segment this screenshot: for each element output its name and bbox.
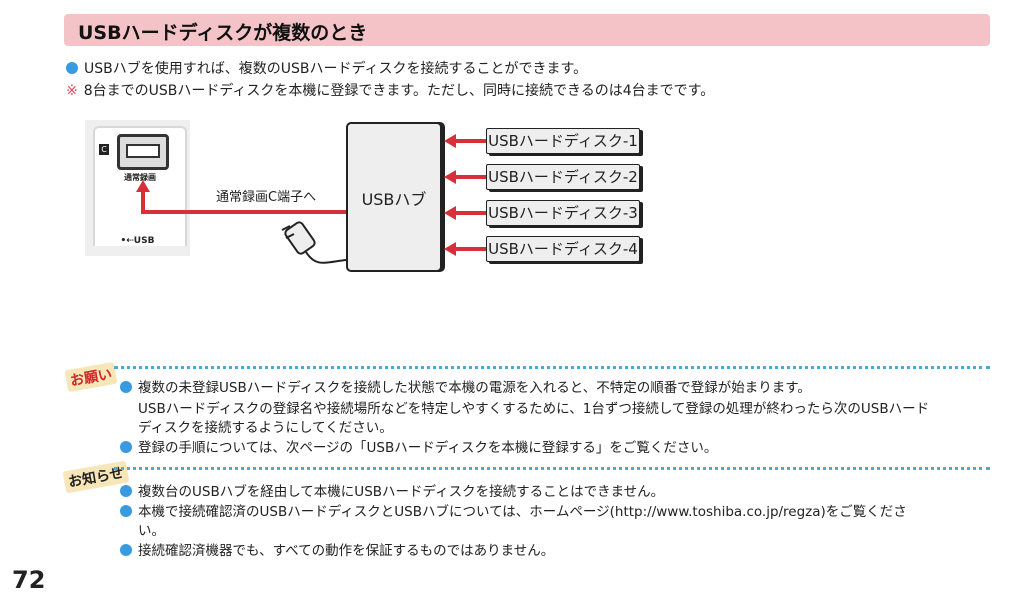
bullet-icon	[120, 485, 132, 497]
page-number: 72	[12, 566, 46, 594]
usb-disk-1: USBハードディスク-1	[486, 128, 640, 154]
bullet-icon	[120, 381, 132, 393]
note-text: 複数台のUSBハブを経由して本機にUSBハードディスクを接続することはできません…	[138, 484, 665, 500]
note-item: 複数の未登録USBハードディスクを接続した状態で本機の電源を入れると、不特定の順…	[120, 376, 811, 396]
note-text: 複数の未登録USBハードディスクを接続した状態で本機の電源を入れると、不特定の順…	[138, 380, 811, 396]
connection-arrow-line	[141, 210, 346, 214]
arrow-up-icon	[136, 180, 150, 192]
note-text: 接続確認済機器でも、すべての動作を保証するものではありません。	[138, 543, 555, 559]
dotted-divider	[114, 366, 990, 369]
note-item: 接続確認済機器でも、すべての動作を保証するものではありません。	[120, 539, 554, 559]
usb-port-icon	[117, 134, 169, 170]
usb-disk-3: USBハードディスク-3	[486, 200, 640, 226]
power-adapter-icon	[281, 221, 347, 264]
note-text: い。	[138, 523, 165, 539]
section-header: USBハードディスクが複数のとき	[64, 14, 990, 46]
connection-label: 通常録画C端子へ	[216, 190, 317, 205]
hub-label: USBハブ	[361, 190, 427, 209]
bullet-icon	[66, 62, 78, 74]
usb-label: •⇠USB	[120, 236, 155, 246]
note-item: 本機で接続確認済のUSBハードディスクとUSBハブについては、ホームページ(ht…	[120, 500, 907, 520]
connection-arrow-vertical	[141, 190, 145, 214]
note-text: USBハードディスクの登録名や接続場所などを特定しやすくするために、1台ずつ接続…	[138, 401, 930, 417]
note-text: ディスクを接続するようにしてください。	[138, 420, 393, 436]
bullet-icon	[120, 441, 132, 453]
bullet-icon	[120, 505, 132, 517]
port-letter: C	[99, 144, 109, 155]
bullet-icon	[120, 544, 132, 556]
note-text: 本機で接続確認済のUSBハードディスクとUSBハブについては、ホームページ(ht…	[138, 504, 907, 520]
note-item: 複数台のUSBハブを経由して本機にUSBハードディスクを接続することはできません…	[120, 480, 664, 500]
section-title: USBハードディスクが複数のとき	[78, 22, 368, 44]
port-label: 通常録画	[124, 173, 156, 182]
note-item: 登録の手順については、次ページの「USBハードディスクを本機に登録する」をご覧く…	[120, 436, 717, 456]
intro-line-2: ※ 8台までのUSBハードディスクを本機に登録できます。ただし、同時に接続できるの…	[66, 80, 714, 100]
intro-line-1: USBハブを使用すれば、複数のUSBハードディスクを接続することができます。	[66, 58, 587, 78]
usb-hub: USBハブ	[346, 122, 442, 272]
usb-disk-4: USBハードディスク-4	[486, 236, 640, 262]
dotted-divider	[114, 467, 990, 470]
note-text: 登録の手順については、次ページの「USBハードディスクを本機に登録する」をご覧く…	[138, 440, 718, 456]
usb-disk-2: USBハードディスク-2	[486, 164, 640, 190]
intro-text: USBハブを使用すれば、複数のUSBハードディスクを接続することができます。	[84, 61, 588, 77]
intro-text: 8台までのUSBハードディスクを本機に登録できます。ただし、同時に接続できるのは…	[83, 83, 715, 99]
request-badge: お願い	[64, 361, 118, 393]
kome-mark: ※	[66, 83, 78, 99]
